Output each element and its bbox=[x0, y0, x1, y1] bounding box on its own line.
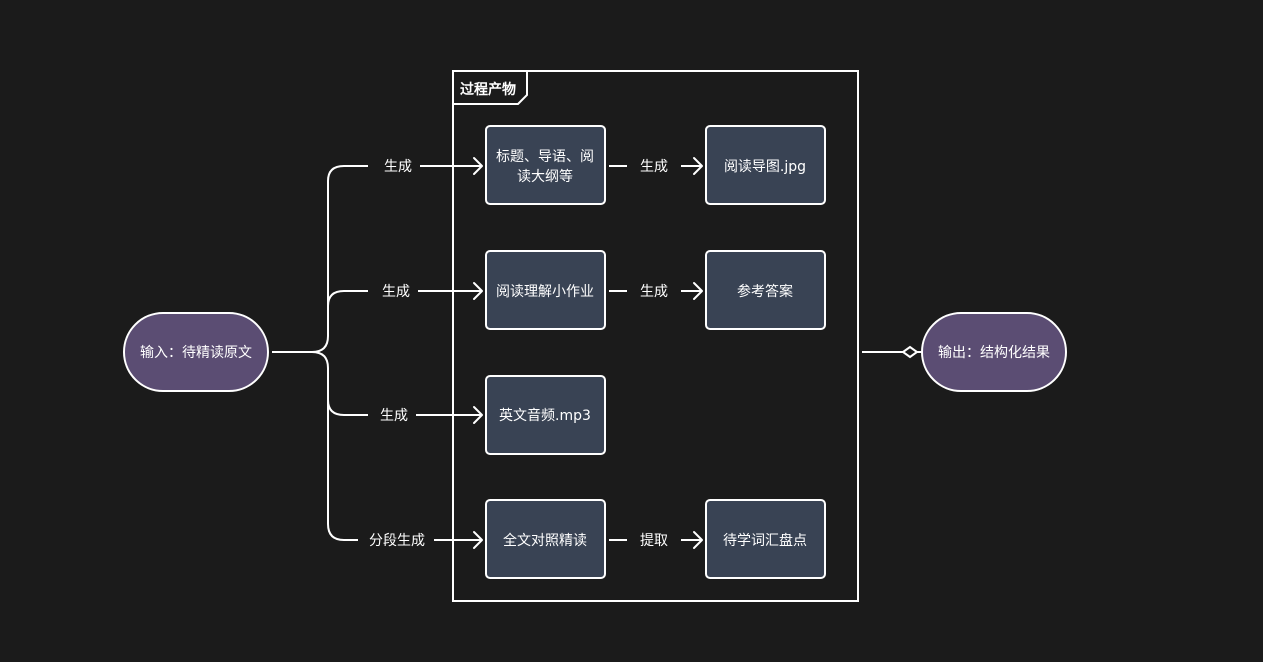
node-bilingual-label: 全文对照精读 bbox=[503, 532, 587, 549]
node-answers[interactable]: 参考答案 bbox=[705, 250, 826, 330]
node-audio[interactable]: 英文音频.mp3 bbox=[485, 375, 606, 455]
node-outline-label-line2: 读大纲等 bbox=[517, 168, 573, 185]
output-connector bbox=[862, 345, 922, 359]
node-answers-label: 参考答案 bbox=[737, 283, 793, 300]
process-frame: 过程产物 bbox=[452, 70, 859, 602]
branch-lines bbox=[272, 157, 483, 549]
node-homework[interactable]: 阅读理解小作业 bbox=[485, 250, 606, 330]
arrow-head bbox=[473, 406, 483, 424]
edge-label-generate: 生成 bbox=[380, 408, 408, 424]
node-audio-label: 英文音频.mp3 bbox=[499, 407, 591, 424]
output-node[interactable]: 输出：结构化结果 bbox=[921, 312, 1067, 392]
edge-label-segment-generate: 分段生成 bbox=[369, 533, 425, 549]
output-node-label: 输出：结构化结果 bbox=[938, 345, 1050, 361]
node-homework-label: 阅读理解小作业 bbox=[496, 283, 594, 300]
node-mindmap-label: 阅读导图.jpg bbox=[724, 158, 806, 175]
diamond-icon bbox=[901, 345, 919, 359]
edge-label-generate: 生成 bbox=[384, 159, 412, 175]
edge-label-generate: 生成 bbox=[640, 284, 668, 300]
edge-label-generate: 生成 bbox=[640, 159, 668, 175]
edge-label-extract: 提取 bbox=[640, 533, 668, 549]
node-vocab[interactable]: 待学词汇盘点 bbox=[705, 499, 826, 579]
input-node[interactable]: 输入：待精读原文 bbox=[123, 312, 269, 392]
arrow-head bbox=[473, 157, 483, 175]
arrow-head bbox=[693, 531, 703, 549]
node-outline[interactable]: 标题、导语、阅 读大纲等 bbox=[485, 125, 606, 205]
frame-title-tab bbox=[453, 71, 528, 105]
input-node-label: 输入：待精读原文 bbox=[140, 344, 252, 361]
frame-title: 过程产物 bbox=[460, 81, 516, 98]
arrow-head bbox=[693, 282, 703, 300]
node-outline-label-line1: 标题、导语、阅 bbox=[496, 149, 594, 165]
arrow-head bbox=[693, 157, 703, 175]
arrow-head bbox=[473, 531, 483, 549]
node-vocab-label: 待学词汇盘点 bbox=[723, 532, 807, 549]
inner-lines bbox=[609, 157, 703, 549]
node-bilingual[interactable]: 全文对照精读 bbox=[485, 499, 606, 579]
arrow-head bbox=[473, 282, 483, 300]
node-mindmap[interactable]: 阅读导图.jpg bbox=[705, 125, 826, 205]
edge-label-generate: 生成 bbox=[382, 284, 410, 300]
